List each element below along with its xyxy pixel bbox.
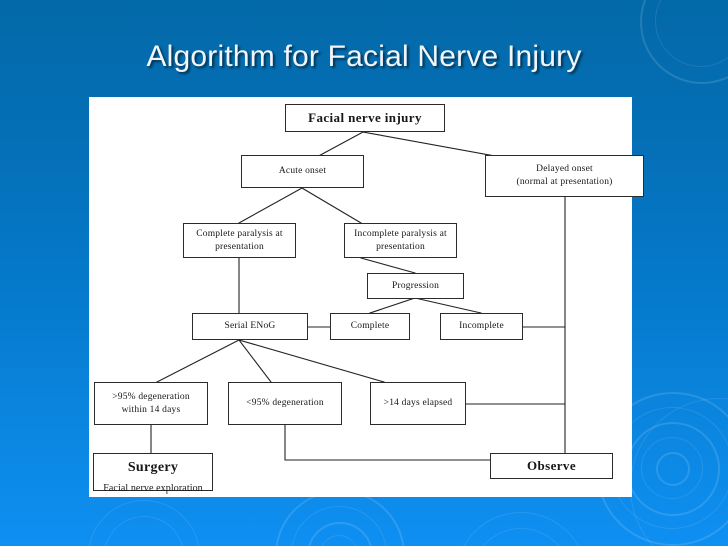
edge-incompleteparalysis-progression	[360, 257, 416, 274]
node-label-line2: presentation	[215, 241, 264, 252]
node-label: Acute onset	[278, 166, 327, 177]
node-label: <95% degeneration	[246, 398, 324, 409]
diagram-canvas: Facial nerve injury Acute onset Delayed …	[89, 97, 644, 497]
node-greater-14-days-elapsed[interactable]: >14 days elapsed	[370, 382, 466, 425]
diagram-connectors	[150, 131, 566, 461]
node-label: Surgery	[127, 460, 179, 475]
node-incomplete-paralysis-at-presentation[interactable]: Incomplete paralysis at presentation	[344, 223, 457, 258]
node-serial-enog[interactable]: Serial ENoG	[192, 313, 308, 340]
node-label: Incomplete paralysis at	[354, 228, 447, 239]
node-incomplete[interactable]: Incomplete	[440, 313, 523, 340]
node-delayed-onset[interactable]: Delayed onset (normal at presentation)	[485, 155, 644, 197]
edge-enog-gt14days	[238, 339, 385, 383]
node-greater-95-degeneration-within-14-days[interactable]: >95% degeneration within 14 days	[94, 382, 208, 425]
node-label-line2: Facial nerve exploration	[103, 482, 203, 494]
slide-title: Algorithm for Facial Nerve Injury	[146, 40, 582, 73]
node-label: Complete	[350, 321, 390, 332]
node-label: Delayed onset	[536, 164, 593, 175]
edge-enog-lt95	[238, 339, 272, 383]
edge-acute-incomplete-paralysis	[301, 187, 362, 224]
node-complete[interactable]: Complete	[330, 313, 410, 340]
node-label: Complete paralysis at	[196, 228, 283, 239]
node-complete-paralysis-at-presentation[interactable]: Complete paralysis at presentation	[183, 223, 296, 258]
node-label: Progression	[391, 280, 440, 291]
node-facial-nerve-injury[interactable]: Facial nerve injury	[285, 104, 445, 132]
node-label-line2: (normal at presentation)	[516, 177, 613, 187]
node-label: >14 days elapsed	[383, 398, 453, 409]
node-label: >95% degeneration	[112, 391, 190, 402]
node-label: Serial ENoG	[224, 321, 276, 332]
node-less-95-degeneration[interactable]: <95% degeneration	[228, 382, 342, 425]
edge-lt95-observe	[284, 424, 491, 461]
node-observe[interactable]: Observe	[490, 453, 613, 479]
node-surgery[interactable]: Surgery Facial nerve exploration	[93, 453, 213, 494]
node-label: Incomplete	[459, 321, 504, 332]
node-label: Observe	[526, 458, 576, 474]
node-label: Facial nerve injury	[308, 110, 422, 126]
edge-progression-incomplete	[414, 297, 482, 314]
node-label-line2: within 14 days	[121, 404, 181, 415]
edge-progression-complete	[369, 297, 416, 314]
node-progression[interactable]: Progression	[367, 273, 464, 299]
node-label-line2: presentation	[376, 241, 425, 252]
diagram-panel: Facial nerve injury Acute onset Delayed …	[89, 97, 644, 497]
node-acute-onset[interactable]: Acute onset	[241, 155, 364, 188]
edge-enog-gt95	[156, 339, 240, 383]
edge-acute-complete-paralysis	[238, 187, 303, 224]
